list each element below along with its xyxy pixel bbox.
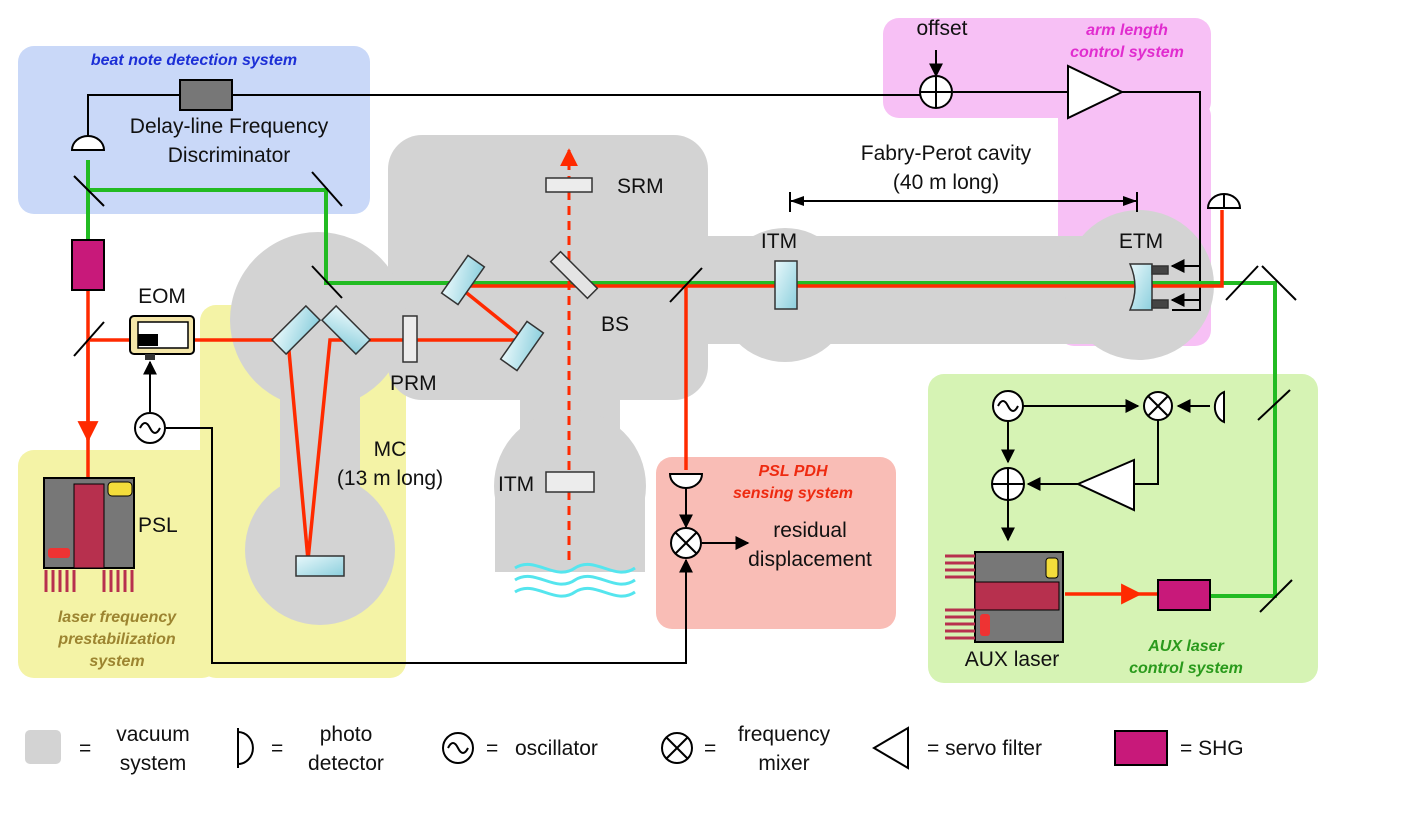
itm-lower-label: ITM	[498, 473, 534, 496]
delay-line-label-1: Delay-line Frequency	[130, 115, 329, 138]
wave-lines	[514, 562, 636, 598]
residual-label-1: residual	[773, 519, 847, 542]
legend-eq-3: =	[486, 737, 498, 760]
prm-label: PRM	[390, 372, 437, 395]
pickoff-mirrors	[73, 171, 1297, 613]
legend-servo-icon	[872, 726, 909, 770]
psl-label: PSL	[138, 514, 178, 537]
region-psl-pdh	[656, 457, 896, 629]
legend-photodetector-icon	[237, 730, 254, 766]
legend-vacuum-2: system	[120, 752, 187, 775]
servo-filter-icon	[1067, 64, 1135, 512]
arm-length-title-1: arm length	[1086, 22, 1168, 39]
mc-label-1: MC	[374, 438, 407, 461]
sum-junction-icon	[919, 75, 1025, 501]
optics	[270, 177, 1169, 577]
legend-mixer-1: frequency	[738, 723, 831, 746]
aux-control-title-2: control system	[1129, 660, 1243, 677]
beat-note-title: beat note detection system	[91, 52, 297, 69]
arm-length-title-2: control system	[1070, 44, 1184, 61]
fp-cavity-label-1: Fabry-Perot cavity	[861, 142, 1032, 165]
oscillator-icon	[134, 390, 1024, 444]
etm-label: ETM	[1119, 230, 1163, 253]
legend: = vacuum system = photo detector = oscil…	[25, 723, 1244, 775]
green-beam	[86, 160, 1277, 598]
srm-label: SRM	[617, 175, 664, 198]
delay-line-label-2: Discriminator	[168, 144, 291, 167]
legend-eq-4: =	[704, 737, 716, 760]
residual-label-2: displacement	[748, 548, 872, 571]
prestab-title-2: prestabilization	[57, 631, 176, 648]
mixer-icon	[670, 391, 1173, 559]
psl-pdh-title-1: PSL PDH	[758, 463, 828, 480]
photodetector-icon	[70, 135, 1242, 489]
fp-cavity-label-2: (40 m long)	[893, 171, 999, 194]
delay-line-box	[179, 79, 233, 111]
psl-laser	[43, 477, 135, 592]
mc-label-2: (13 m long)	[337, 467, 443, 490]
eom-device	[129, 315, 195, 360]
legend-vacuum-swatch	[25, 730, 61, 764]
legend-photo-1: photo	[320, 723, 373, 746]
region-beat-note	[18, 46, 370, 214]
legend-shg-icon	[1114, 730, 1168, 766]
legend-shg: = SHG	[1180, 737, 1244, 760]
shg-aux	[1157, 579, 1211, 611]
legend-mixer-2: mixer	[758, 752, 809, 775]
fp-arrow-right	[1123, 196, 1137, 206]
legend-eq-2: =	[271, 737, 283, 760]
signal-wiring	[87, 50, 1210, 664]
legend-oscillator: oscillator	[515, 737, 598, 760]
shg-left	[71, 239, 105, 291]
bs-label: BS	[601, 313, 629, 336]
legend-servo: = servo filter	[927, 737, 1042, 760]
legend-eq-1: =	[79, 737, 91, 760]
eom-label: EOM	[138, 285, 186, 308]
prestab-title-3: system	[89, 653, 144, 670]
aux-control-title-1: AUX laser	[1147, 638, 1224, 655]
aux-laser-device	[945, 551, 1064, 643]
itm-arm-label: ITM	[761, 230, 797, 253]
legend-vacuum-1: vacuum	[116, 723, 190, 746]
prestab-title-1: laser frequency	[58, 609, 177, 626]
psl-pdh-title-2: sensing system	[733, 485, 853, 502]
fp-arrow-left	[790, 196, 804, 206]
legend-photo-2: detector	[308, 752, 384, 775]
aux-laser-label: AUX laser	[965, 648, 1060, 671]
offset-label: offset	[917, 17, 968, 40]
